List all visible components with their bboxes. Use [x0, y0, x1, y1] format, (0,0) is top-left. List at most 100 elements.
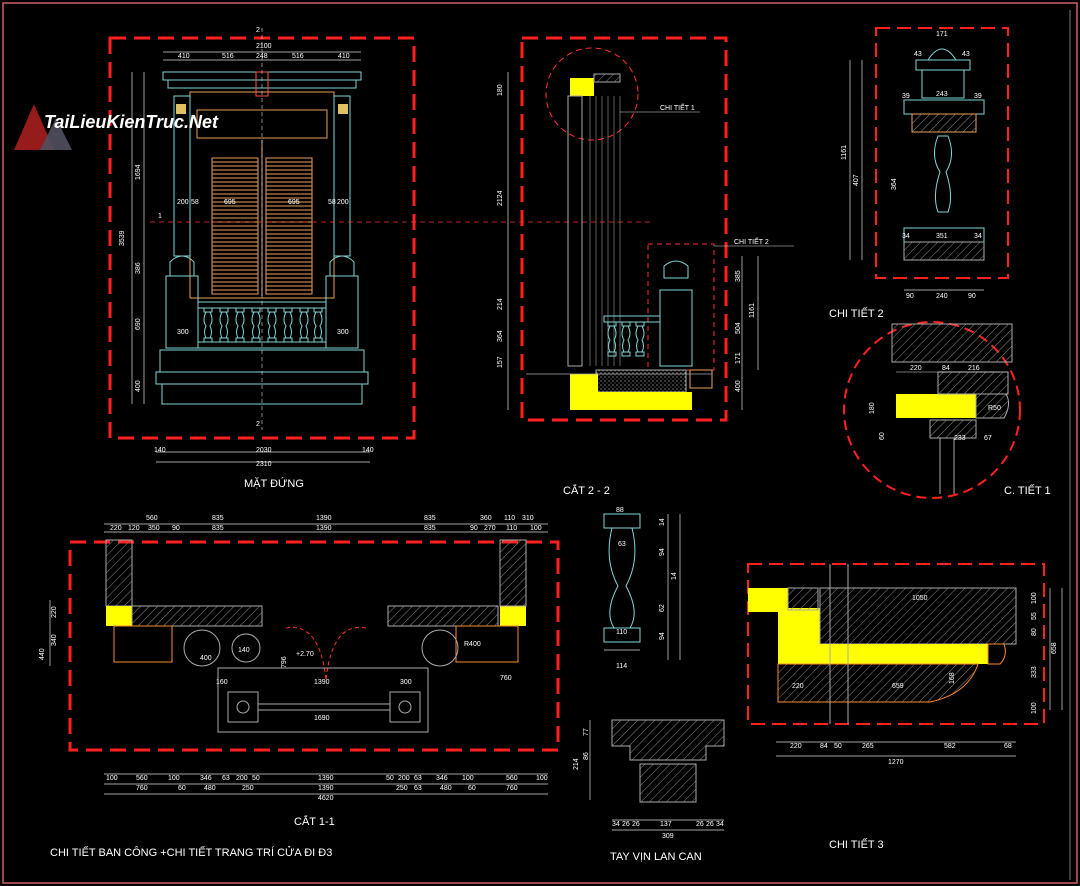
section-2-2-view: 180 2124 214 364 157 385 504 1161 171 40… — [497, 36, 794, 497]
dim-text: 560 — [146, 515, 158, 522]
detail-1-title: C. TIẾT 1 — [1004, 484, 1051, 497]
dim-text: 34 — [716, 821, 724, 828]
dim-text: 160 — [216, 679, 228, 686]
dim-text: R50 — [988, 405, 1001, 412]
dim-text: 55 — [1031, 612, 1038, 620]
dim-text: 1390 — [316, 525, 332, 532]
dim-text: 220 — [51, 606, 58, 618]
dim-text: 695 — [224, 199, 236, 206]
sheet-title: CHI TIẾT BAN CÔNG +CHI TIẾT TRANG TRÍ CỬ… — [50, 846, 332, 859]
dim-text: 171 — [936, 31, 948, 38]
detail-1-view: 220 84 216 233 67 180 60 R50 C. TIẾT 1 — [843, 321, 1051, 499]
dim-text: 58 — [191, 199, 199, 206]
baluster-view: 88 63 110 114 14 94 14 62 94 — [603, 507, 681, 670]
dim-text: 14 — [659, 518, 666, 526]
dim-text: 516 — [222, 53, 234, 60]
detail-3-frame — [747, 563, 1045, 725]
dim-text: 835 — [212, 525, 224, 532]
dim-text: 100 — [530, 525, 542, 532]
dim-text: 233 — [954, 435, 966, 442]
dim-text: 100 — [1031, 592, 1038, 604]
dim-text: 200 — [337, 199, 349, 206]
dim-text: 582 — [944, 743, 956, 750]
section-1-1-frame — [68, 540, 560, 752]
dim-text: 270 — [484, 525, 496, 532]
dim-text: 220 — [792, 683, 804, 690]
dim-text: 140 — [238, 647, 250, 654]
dim-text: 300 — [400, 679, 412, 686]
dim-text: 659 — [892, 683, 904, 690]
dim-text: 1050 — [912, 595, 928, 602]
dim-text: 243 — [936, 91, 948, 98]
handrail-view: 214 77 86 34 26 26 137 26 26 34 309 TAY … — [573, 719, 725, 863]
detail-1-frame — [843, 321, 1021, 499]
dim-text: R400 — [464, 641, 481, 648]
dim-text: 80 — [1031, 628, 1038, 636]
dim-text: 86 — [583, 752, 590, 760]
dim-text: 50 — [386, 775, 394, 782]
dim-text: 137 — [660, 821, 672, 828]
dim-text: 90 — [968, 293, 976, 300]
dim-text: 1390 — [318, 785, 334, 792]
dim-text: 560 — [136, 775, 148, 782]
dim-text: 84 — [942, 365, 950, 372]
dim-text: 60 — [178, 785, 186, 792]
dim-text: 140 — [154, 447, 166, 454]
elevation-view: 2100 410 516 248 516 410 140 2030 140 23… — [108, 27, 650, 490]
baluster-title: TAY VỊN LAN CAN — [610, 851, 702, 863]
dim-text: 760 — [500, 675, 512, 682]
dim-text: 248 — [256, 53, 268, 60]
dim-text: 796 — [281, 656, 288, 668]
dim-text: 1694 — [135, 164, 142, 180]
dim-text: 407 — [853, 174, 860, 186]
dim-text: 265 — [862, 743, 874, 750]
note-text: CHI TIẾT 2 — [734, 236, 769, 246]
dim-text: 385 — [735, 270, 742, 282]
dim-text: 4620 — [318, 795, 334, 802]
dim-text: 200 — [236, 775, 248, 782]
dim-text: 34 — [612, 821, 620, 828]
dim-text: 14 — [671, 572, 678, 580]
dim-text: 1161 — [749, 303, 756, 318]
section-mark: 2 — [256, 27, 260, 34]
dim-text: 400 — [200, 655, 212, 662]
dim-text: 50 — [252, 775, 260, 782]
dim-text: 200 — [398, 775, 410, 782]
detail-3-title: CHI TIẾT 3 — [829, 838, 884, 851]
dim-text: 386 — [135, 262, 142, 274]
dim-text: 310 — [522, 515, 534, 522]
note-text: CHI TIẾT 1 — [660, 102, 695, 112]
dim-text: 68 — [1004, 743, 1012, 750]
dim-text: 1390 — [318, 775, 334, 782]
dim-text: 250 — [396, 785, 408, 792]
dim-text: 309 — [662, 833, 674, 840]
dim-text: 220 — [790, 743, 802, 750]
dim-text: 63 — [414, 785, 422, 792]
dim-text: 63 — [222, 775, 230, 782]
dim-text: 62 — [659, 604, 666, 612]
dim-text: 214 — [497, 298, 504, 310]
dim-text: 110 — [616, 629, 627, 636]
dim-text: 39 — [902, 93, 910, 100]
dim-text: 695 — [288, 199, 300, 206]
dim-text: 346 — [200, 775, 212, 782]
watermark: TaiLieuKienTruc.Net — [14, 104, 219, 150]
dim-text: 690 — [135, 318, 142, 330]
dim-text: 90 — [906, 293, 914, 300]
section-1-1-title: CẮT 1-1 — [294, 815, 335, 828]
dim-text: 110 — [506, 525, 517, 532]
dim-text: 410 — [178, 53, 190, 60]
dim-text: 114 — [616, 663, 627, 670]
dim-text: 364 — [497, 330, 504, 342]
dim-text: 60 — [468, 785, 476, 792]
dim-text: 67 — [984, 435, 992, 442]
dim-text: 94 — [659, 632, 666, 640]
detail-2-view: 171 43 243 43 90 240 90 1161 407 364 39 … — [829, 27, 1009, 320]
dim-text: 26 — [706, 821, 714, 828]
dim-text: 26 — [632, 821, 640, 828]
dim-text: 364 — [891, 178, 898, 190]
dim-text: 168 — [949, 672, 956, 684]
dim-text: 480 — [204, 785, 216, 792]
dim-text: 90 — [470, 525, 478, 532]
